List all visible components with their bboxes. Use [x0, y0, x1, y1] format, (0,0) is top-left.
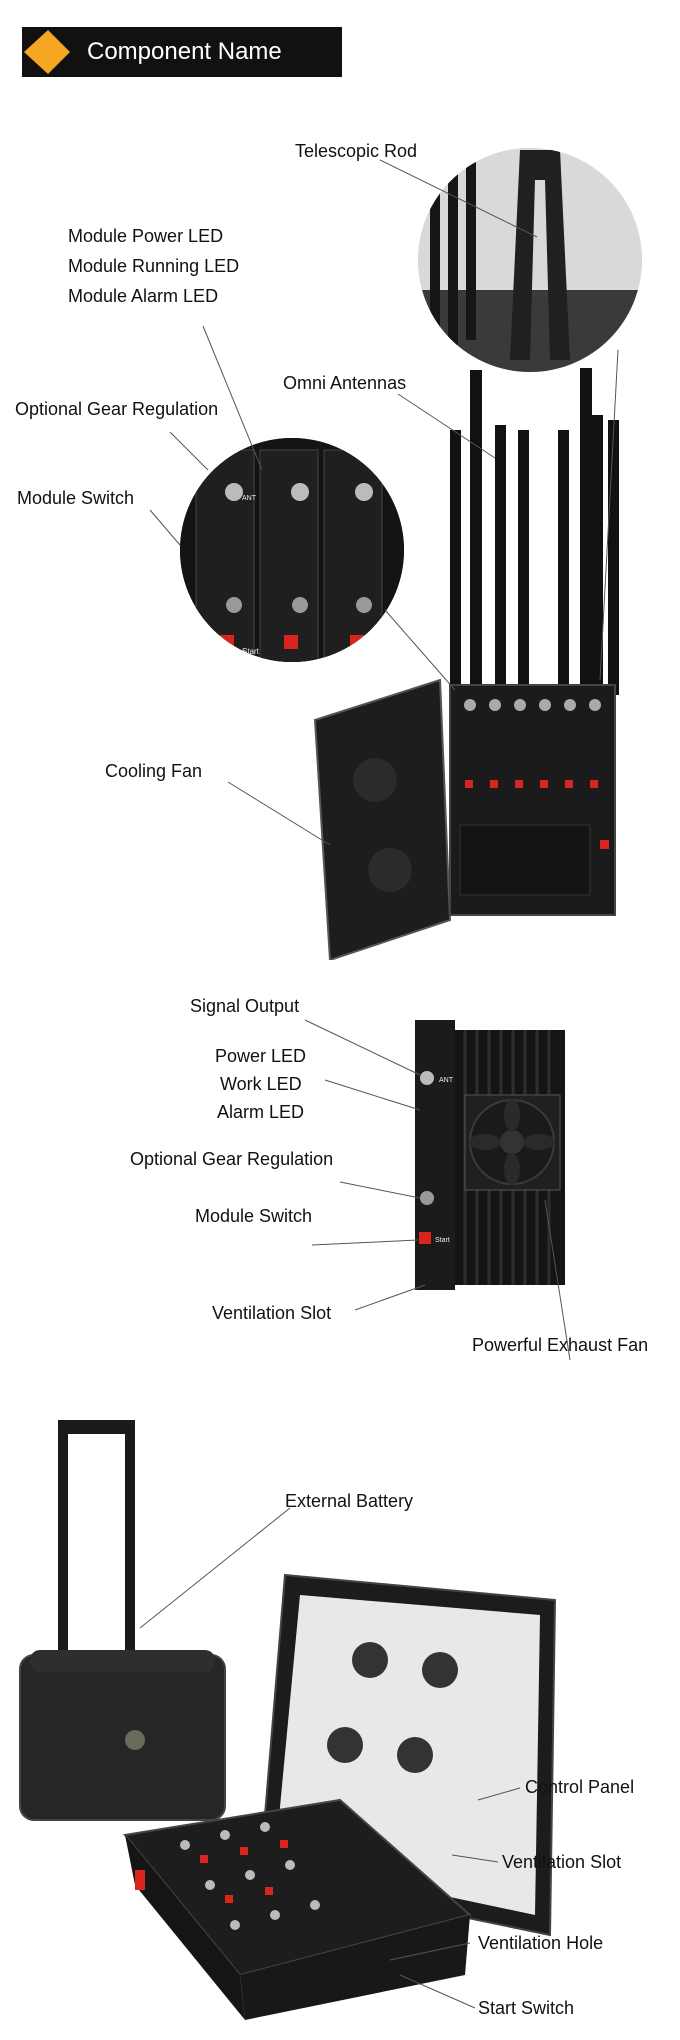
telescopic-rod-inset	[418, 148, 642, 372]
antenna	[518, 430, 529, 695]
optional-gear-regulation-label: Optional Gear Regulation	[15, 399, 219, 419]
control-panel-label: Control Panel	[525, 1777, 635, 1797]
header-banner: Component Name	[22, 27, 342, 77]
module-switch-label: Module Switch	[17, 488, 135, 508]
start-label: Start	[242, 647, 260, 656]
single-module-image: ANT Start	[415, 1020, 565, 1290]
ventilation-slot-label: Ventilation Slot	[212, 1303, 332, 1323]
signal-output-connector	[420, 1071, 434, 1085]
power-led-label: Power LED	[215, 1046, 307, 1066]
module-switch-label: Module Switch	[195, 1206, 313, 1226]
ant-label: ANT	[242, 495, 257, 502]
ventilation-slot-label: Ventilation Slot	[502, 1852, 622, 1872]
start-switch	[419, 1232, 431, 1244]
powerful-exhaust-fan-label: Powerful Exhaust Fan	[472, 1335, 649, 1355]
antenna	[495, 425, 506, 695]
work-led-label: Work LED	[220, 1074, 302, 1094]
alarm-led-label: Alarm LED	[217, 1102, 305, 1122]
diamond-icon	[24, 30, 70, 74]
antenna	[558, 430, 569, 695]
start-switch-label: Start Switch	[478, 1998, 575, 2018]
antenna	[470, 370, 482, 690]
module-panel-inset: ANT Start	[180, 438, 404, 662]
signal-output-label: Signal Output	[190, 996, 300, 1016]
page-title: Component Name	[87, 38, 282, 65]
antenna	[592, 415, 603, 695]
trolley-case-image	[19, 1420, 557, 2020]
optional-gear-regulation-label: Optional Gear Regulation	[130, 1149, 334, 1169]
omni-antennas-label: Omni Antennas	[283, 373, 407, 393]
ventilation-hole-label: Ventilation Hole	[478, 1933, 604, 1953]
telescopic-rod-label: Telescopic Rod	[295, 141, 418, 161]
module-power-led-label: Module Power LED	[68, 226, 224, 246]
jammer-unit-image	[313, 368, 619, 960]
antenna	[608, 420, 619, 695]
antenna	[450, 430, 461, 695]
start-label: Start	[435, 1237, 450, 1244]
module-running-led-label: Module Running LED	[68, 256, 240, 276]
cooling-fan-label: Cooling Fan	[105, 761, 203, 781]
gear-knob	[420, 1191, 434, 1205]
module-alarm-led-label: Module Alarm LED	[68, 286, 219, 306]
ant-label: ANT	[439, 1077, 454, 1084]
external-battery-label: External Battery	[285, 1491, 414, 1511]
antenna	[580, 368, 592, 693]
